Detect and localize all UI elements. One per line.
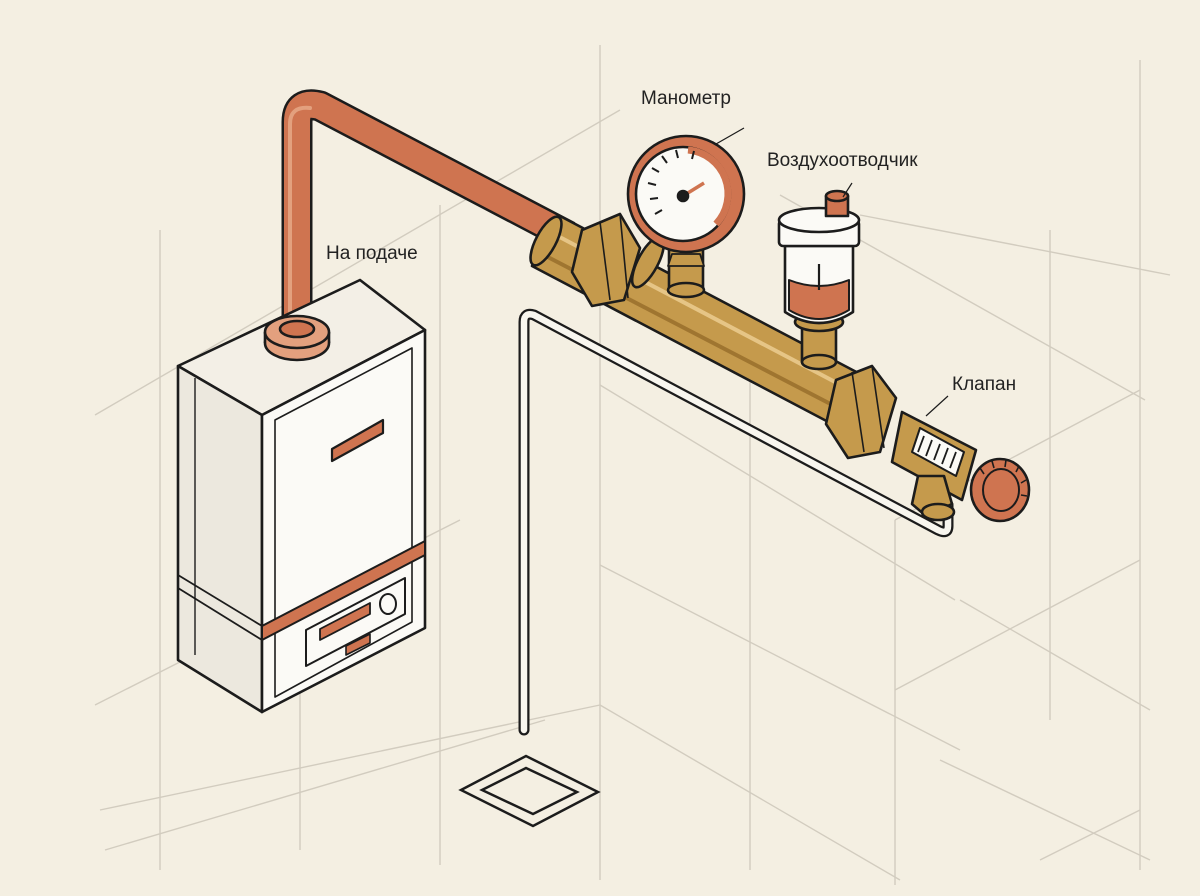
supply-label: На подаче (326, 243, 418, 264)
supply-pipe (281, 89, 576, 322)
valve-label: Клапан (952, 374, 1017, 395)
label-leaders (715, 127, 949, 417)
automatic-air-vent-icon (777, 189, 861, 371)
manometer-label: Манометр (641, 88, 731, 109)
drain-line (518, 308, 954, 736)
wall-mounted-boiler-icon (176, 278, 427, 714)
safety-valve-icon (890, 410, 1031, 523)
air-vent-label: Воздухоотводчик (767, 150, 918, 171)
pressure-gauge-icon (626, 134, 746, 299)
brass-manifold (529, 212, 898, 460)
tile-grid (94, 45, 1171, 885)
floor-drain-icon (458, 754, 601, 828)
